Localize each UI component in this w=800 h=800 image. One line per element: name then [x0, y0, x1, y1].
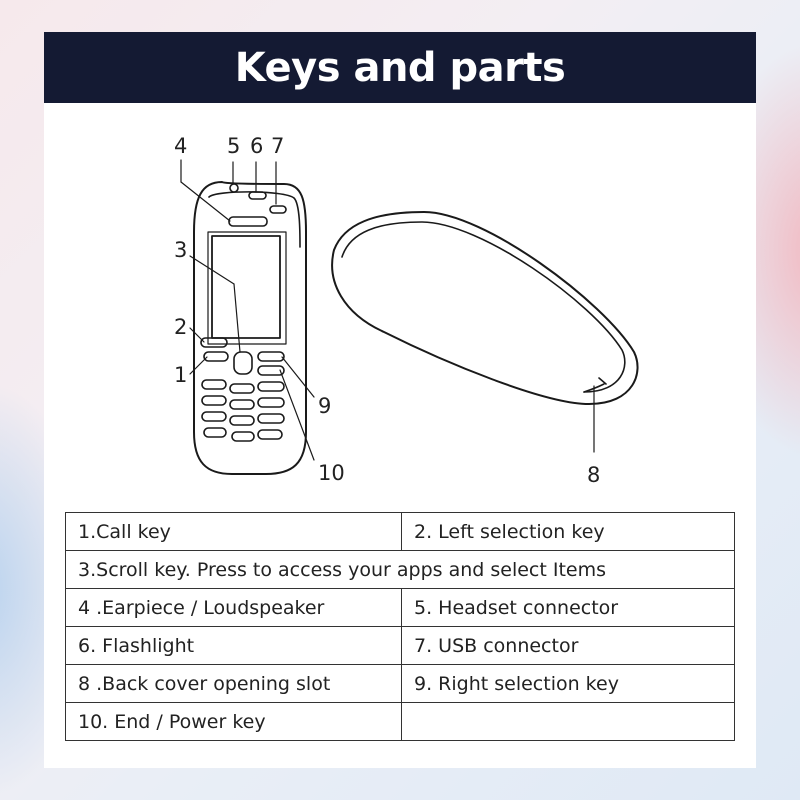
headset-connector — [229, 183, 239, 193]
table-cell: 2. Left selection key — [401, 512, 735, 551]
table-cell: 8 .Back cover opening slot — [65, 664, 402, 703]
table-row: 10. End / Power key — [65, 702, 735, 741]
left-selection-key — [200, 337, 228, 348]
table-row: 6. Flashlight 7. USB connector — [65, 626, 735, 665]
table-cell — [401, 702, 735, 741]
flashlight — [248, 191, 267, 200]
table-cell: 10. End / Power key — [65, 702, 402, 741]
screen — [211, 235, 281, 339]
table-cell: 7. USB connector — [401, 626, 735, 665]
table-row: 4 .Earpiece / Loudspeaker 5. Headset con… — [65, 588, 735, 627]
table-row: 1.Call key 2. Left selection key — [65, 512, 735, 551]
callout-6: 6 — [250, 134, 263, 158]
earpiece — [228, 216, 268, 227]
page-title: Keys and parts — [234, 44, 566, 91]
right-selection-key — [257, 351, 285, 362]
callout-1: 1 — [174, 363, 187, 387]
back-cover-illustration — [331, 211, 639, 405]
table-cell: 5. Headset connector — [401, 588, 735, 627]
end-power-key — [257, 365, 285, 376]
callout-5: 5 — [227, 134, 240, 158]
table-cell: 9. Right selection key — [401, 664, 735, 703]
call-key — [203, 351, 229, 362]
table-row: 3.Scroll key. Press to access your apps … — [65, 550, 735, 589]
callout-7: 7 — [271, 134, 284, 158]
table-row: 8 .Back cover opening slot 9. Right sele… — [65, 664, 735, 703]
table-cell: 3.Scroll key. Press to access your apps … — [65, 550, 735, 589]
info-card: Keys and parts — [44, 32, 756, 768]
callout-8: 8 — [587, 463, 600, 487]
callout-9: 9 — [318, 394, 331, 418]
phone-illustration — [193, 181, 307, 475]
callout-10: 10 — [318, 461, 345, 485]
keypad — [201, 379, 285, 442]
callout-numbers: 4 5 6 7 3 2 1 9 10 8 — [174, 134, 600, 487]
parts-legend-table: 1.Call key 2. Left selection key 3.Scrol… — [65, 512, 735, 741]
title-banner: Keys and parts — [44, 32, 756, 103]
table-cell: 1.Call key — [65, 512, 402, 551]
table-cell: 4 .Earpiece / Loudspeaker — [65, 588, 402, 627]
phone-diagram: 4 5 6 7 3 2 1 9 10 8 — [174, 134, 639, 487]
callout-4: 4 — [174, 134, 187, 158]
usb-connector — [269, 205, 287, 214]
callout-3: 3 — [174, 238, 187, 262]
callout-leader-lines — [180, 159, 595, 461]
scroll-key — [233, 351, 253, 375]
back-cover-slot — [598, 377, 607, 385]
callout-2: 2 — [174, 315, 187, 339]
table-cell: 6. Flashlight — [65, 626, 402, 665]
